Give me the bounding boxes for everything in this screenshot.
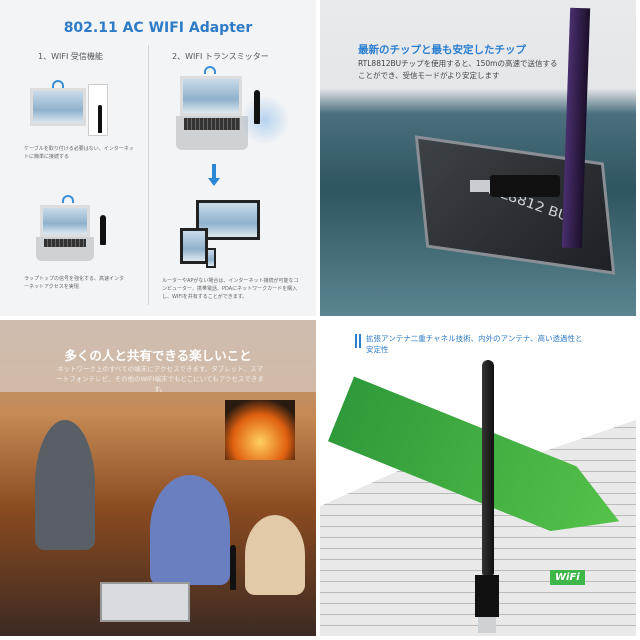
antenna-panel: 拡張アンテナ二重チャネル技術、内外のアンテナ、高い透過性と安定性 WiFi	[320, 320, 636, 636]
chip-heading: 最新のチップと最も安定したチップ	[358, 44, 526, 56]
antenna-heading: 拡張アンテナ二重チャネル技術、内外のアンテナ、高い透過性と安定性	[366, 334, 583, 354]
antenna	[100, 215, 106, 245]
laptop-screen	[40, 205, 90, 237]
phone	[206, 248, 216, 268]
family-panel: 多くの人と共有できる楽しいこと ネットワーク上のすべての端末にアクセスできます。…	[0, 320, 316, 636]
usb-connector	[478, 617, 496, 633]
desktop-monitor	[30, 88, 86, 126]
antenna	[98, 105, 102, 133]
wifi-icon	[204, 66, 216, 74]
antenna	[254, 90, 260, 124]
heading-bar-icon	[355, 334, 361, 348]
usb-connector	[470, 180, 492, 192]
caption: ルーターやAPがない場合は、インターネット接続が可能なコンピューター、携帯電話、…	[162, 278, 299, 300]
divider	[148, 45, 149, 305]
caption: ラップトップの信号を強化する、高速インターネットアクセスを実現	[24, 276, 125, 290]
section1-label: 1、WIFI 受信機能	[38, 52, 103, 61]
signal-glow	[240, 95, 290, 145]
arrow-down-icon	[208, 164, 220, 186]
person	[35, 420, 95, 550]
antenna	[230, 545, 236, 590]
caption: ケーブルを取り付ける必要はない、インターネットに簡単に接続する	[24, 146, 134, 160]
family-heading: 多くの人と共有できる楽しいこと	[64, 348, 252, 363]
wifi-dongle	[475, 575, 499, 617]
wifi-dongle	[490, 175, 560, 197]
keyboard	[44, 239, 86, 247]
wifi-sign: WiFi	[550, 570, 585, 585]
laptop	[100, 582, 190, 622]
wifi-icon	[62, 195, 74, 203]
laptop-screen	[180, 76, 242, 116]
fireplace	[225, 400, 295, 460]
chip: RTL8812 BU	[414, 135, 616, 275]
keyboard	[184, 118, 240, 130]
text-overlay	[0, 320, 316, 392]
chip-description: RTL8812BUチップを使用すると、150mの高速で送信することができ、受信モ…	[358, 59, 558, 80]
panel-title: 802.11 AC WIFI Adapter	[63, 20, 253, 36]
section2-label: 2、WIFI トランスミッター	[172, 52, 269, 61]
tablet	[180, 228, 208, 264]
antenna	[482, 360, 494, 575]
family-description: ネットワーク上のすべての端末にアクセスできます。タブレット、スマートフォンテレビ…	[56, 365, 264, 393]
person	[150, 475, 230, 585]
person	[245, 515, 305, 595]
features-panel: 802.11 AC WIFI Adapter 1、WIFI 受信機能 2、WIF…	[0, 0, 316, 316]
wifi-icon	[52, 80, 64, 88]
chip-panel: RTL8812 BU 最新のチップと最も安定したチップ RTL8812BUチップ…	[320, 0, 636, 316]
